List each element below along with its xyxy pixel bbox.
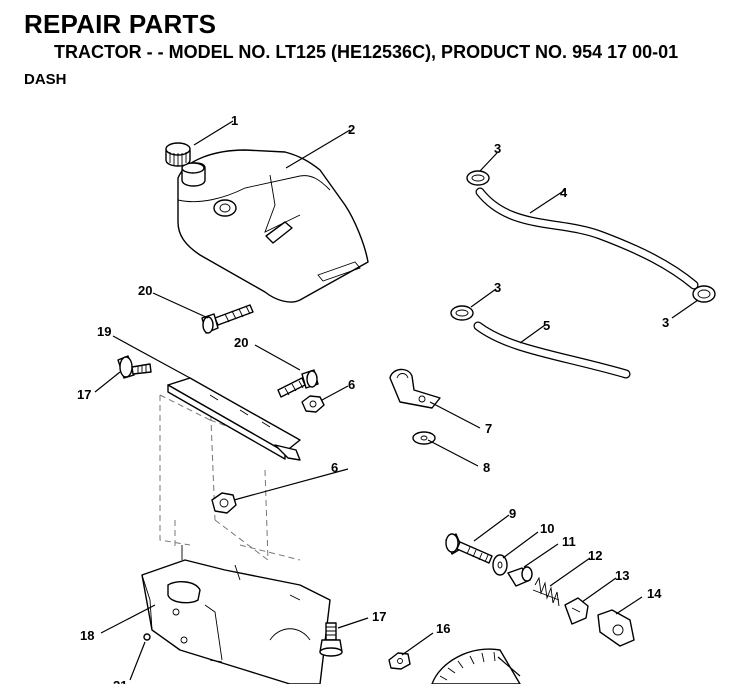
callout-16: 16 xyxy=(436,621,450,636)
callout-13: 13 xyxy=(615,568,629,583)
callout-2: 2 xyxy=(348,122,355,137)
callout-14: 14 xyxy=(647,586,662,601)
callout-5: 5 xyxy=(543,318,550,333)
hose-clamp-3b xyxy=(450,305,474,321)
callout-20-upper: 20 xyxy=(138,283,152,298)
bolt-9 xyxy=(445,533,493,564)
callout-6-upper: 6 xyxy=(348,377,355,392)
fuel-line-4 xyxy=(475,187,699,290)
leader-lines xyxy=(94,120,699,681)
clip-7 xyxy=(389,368,441,409)
gear-segment xyxy=(431,648,521,684)
callout-8: 8 xyxy=(483,460,490,475)
dash-panel-outline xyxy=(159,394,301,561)
bolt-17-lower xyxy=(319,622,343,657)
callout-12: 12 xyxy=(588,548,602,563)
fuel-tank xyxy=(177,149,369,303)
nut-6-lower xyxy=(211,492,237,514)
knob-13 xyxy=(564,597,589,625)
screw-21 xyxy=(143,633,151,641)
page-title: REPAIR PARTS xyxy=(24,9,217,39)
fuel-line-5 xyxy=(473,321,631,379)
callout-17-lower: 17 xyxy=(372,609,386,624)
callout-4: 4 xyxy=(560,185,568,200)
callout-7: 7 xyxy=(485,421,492,436)
nut-16 xyxy=(388,652,411,670)
gas-cap xyxy=(165,142,191,167)
callout-17-upper: 17 xyxy=(77,387,91,402)
dash-bracket xyxy=(167,377,301,461)
washer-10 xyxy=(492,554,508,576)
hose-clamp-3c xyxy=(692,285,716,303)
nut-6-upper xyxy=(301,395,325,413)
callout-9: 9 xyxy=(509,506,516,521)
callout-20-lower: 20 xyxy=(234,335,248,350)
dash-panel xyxy=(141,545,331,684)
bolt-17-upper xyxy=(117,355,152,379)
callout-18: 18 xyxy=(80,628,94,643)
callout-1: 1 xyxy=(231,113,238,128)
callout-21: 21 xyxy=(113,678,127,684)
callout-10: 10 xyxy=(540,521,554,536)
bolt-20-lower xyxy=(277,369,319,398)
section-label: DASH xyxy=(24,71,67,88)
callout-3-right: 3 xyxy=(662,315,669,330)
callout-3-upper: 3 xyxy=(494,141,501,156)
latch-14 xyxy=(597,609,635,647)
hose-clamp-3a xyxy=(466,170,490,186)
callout-11: 11 xyxy=(562,534,576,549)
spring-12 xyxy=(532,576,560,607)
bolt-20-upper xyxy=(201,304,254,334)
callout-3-middle: 3 xyxy=(494,280,501,295)
callout-19: 19 xyxy=(97,324,111,339)
spacer-11 xyxy=(507,566,533,587)
model-subtitle: TRACTOR - - MODEL NO. LT125 (HE12536C), … xyxy=(54,42,679,62)
callout-6-lower: 6 xyxy=(331,460,338,475)
